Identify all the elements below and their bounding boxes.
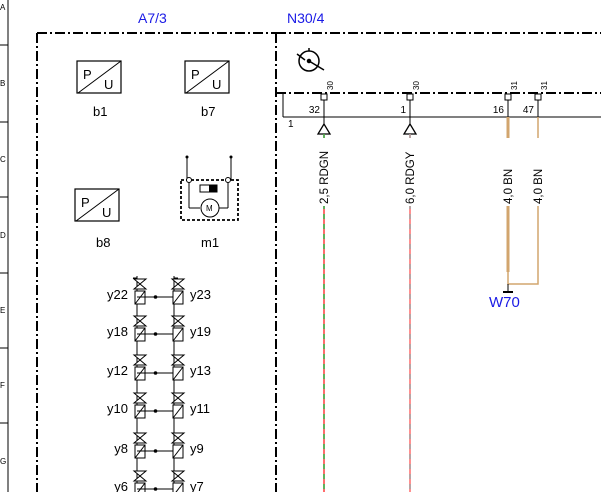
valve-label-right: y11 [190, 401, 210, 416]
wire-1: 1 30 6,0 RDGY [400, 81, 421, 492]
valve-label-right: y7 [190, 479, 204, 492]
row-ruler: A B C D E F G [0, 3, 8, 466]
sensor-b7: P U b7 [184, 60, 230, 119]
valve-y18 [132, 315, 174, 342]
ground-label: W70 [489, 294, 520, 311]
valve-junction [153, 487, 158, 491]
valve-label-left: y6 [114, 479, 128, 492]
valve-label-right: y23 [190, 287, 211, 302]
boundary-a7-3 [36, 32, 277, 492]
connector-index: 1 [288, 119, 294, 130]
valve-label-right: y13 [190, 363, 211, 378]
valve-y23 [137, 278, 186, 305]
valve-junction [153, 449, 158, 453]
row-mark-g: G [0, 457, 6, 466]
sensor-b7-label: b7 [201, 104, 215, 119]
valve-y11 [137, 392, 186, 419]
pin-number: 16 [493, 105, 505, 116]
valve-label-right: y19 [190, 324, 211, 339]
wire-47: 47 31 4,0 BN [523, 81, 549, 272]
wire-harness: 32 30 2,5 RDGN 1 30 6,0 RDGY 16 31 4,0 BN 47 31 4,0… [309, 81, 549, 492]
wire-32: 32 30 2,5 RDGN [309, 81, 335, 492]
boundary-n30-4 [276, 32, 601, 94]
sensor-b7-p: P [191, 67, 200, 82]
valve-junction [153, 332, 158, 336]
valve-junction [153, 409, 158, 413]
sensor-b8-label: b8 [96, 235, 110, 250]
pin-number: 32 [309, 105, 321, 116]
timer-icon [296, 48, 325, 72]
sensor-b8-u: U [102, 205, 111, 220]
component-title-a7-3: A7/3 [138, 10, 167, 26]
pin-number: 47 [523, 105, 535, 116]
motor-m1-label: m1 [201, 235, 219, 250]
pin-number: 1 [400, 105, 406, 116]
valve-y19 [137, 315, 186, 342]
sensor-b8: P U b8 [74, 188, 120, 250]
row-mark-d: D [0, 231, 6, 240]
valve-junction [153, 295, 158, 299]
sensor-b1-p: P [83, 67, 92, 82]
valve-label-left: y12 [107, 363, 128, 378]
valve-y9 [137, 432, 186, 459]
valve-block: y22 y23 y18 y19 y12 y13 y10 y11 y8 y9 y6 y7 [107, 276, 211, 492]
valve-y22 [132, 278, 174, 305]
sensor-b7-u: U [212, 77, 221, 92]
motor-symbol: M [206, 204, 213, 213]
row-mark-f: F [0, 381, 5, 390]
wire-gauge-label: 6,0 RDGY [405, 151, 417, 204]
valve-y7 [137, 470, 186, 492]
terminal-number: 31 [510, 81, 519, 90]
terminal-number: 30 [326, 81, 335, 90]
valve-y10 [132, 392, 174, 419]
wire-gauge-label: 4,0 BN [503, 169, 515, 204]
wire-16: 16 31 4,0 BN [493, 81, 519, 272]
row-mark-e: E [0, 306, 5, 315]
ground-w70: W70 [489, 272, 539, 311]
row-mark-b: B [0, 79, 5, 88]
valve-y8 [132, 432, 174, 459]
valve-label-left: y10 [107, 401, 128, 416]
motor-m1: M m1 [180, 155, 239, 250]
component-title-n30-4: N30/4 [287, 10, 325, 26]
row-mark-a: A [0, 3, 6, 12]
valve-y12 [132, 354, 174, 381]
valve-label-left: y8 [114, 441, 128, 456]
row-mark-c: C [0, 155, 6, 164]
valve-label-left: y18 [107, 324, 128, 339]
valve-junction [153, 371, 158, 375]
valve-label-left: y22 [107, 287, 128, 302]
wire-gauge-label: 4,0 BN [533, 169, 545, 204]
terminal-number: 31 [540, 81, 549, 90]
sensor-b1-u: U [104, 77, 113, 92]
valve-label-right: y9 [190, 441, 204, 456]
wire-gauge-label: 2,5 RDGN [319, 151, 331, 204]
sensor-b1-label: b1 [93, 104, 107, 119]
sensor-b1: P U b1 [76, 60, 122, 119]
sensor-b8-p: P [81, 195, 90, 210]
terminal-number: 30 [412, 81, 421, 90]
